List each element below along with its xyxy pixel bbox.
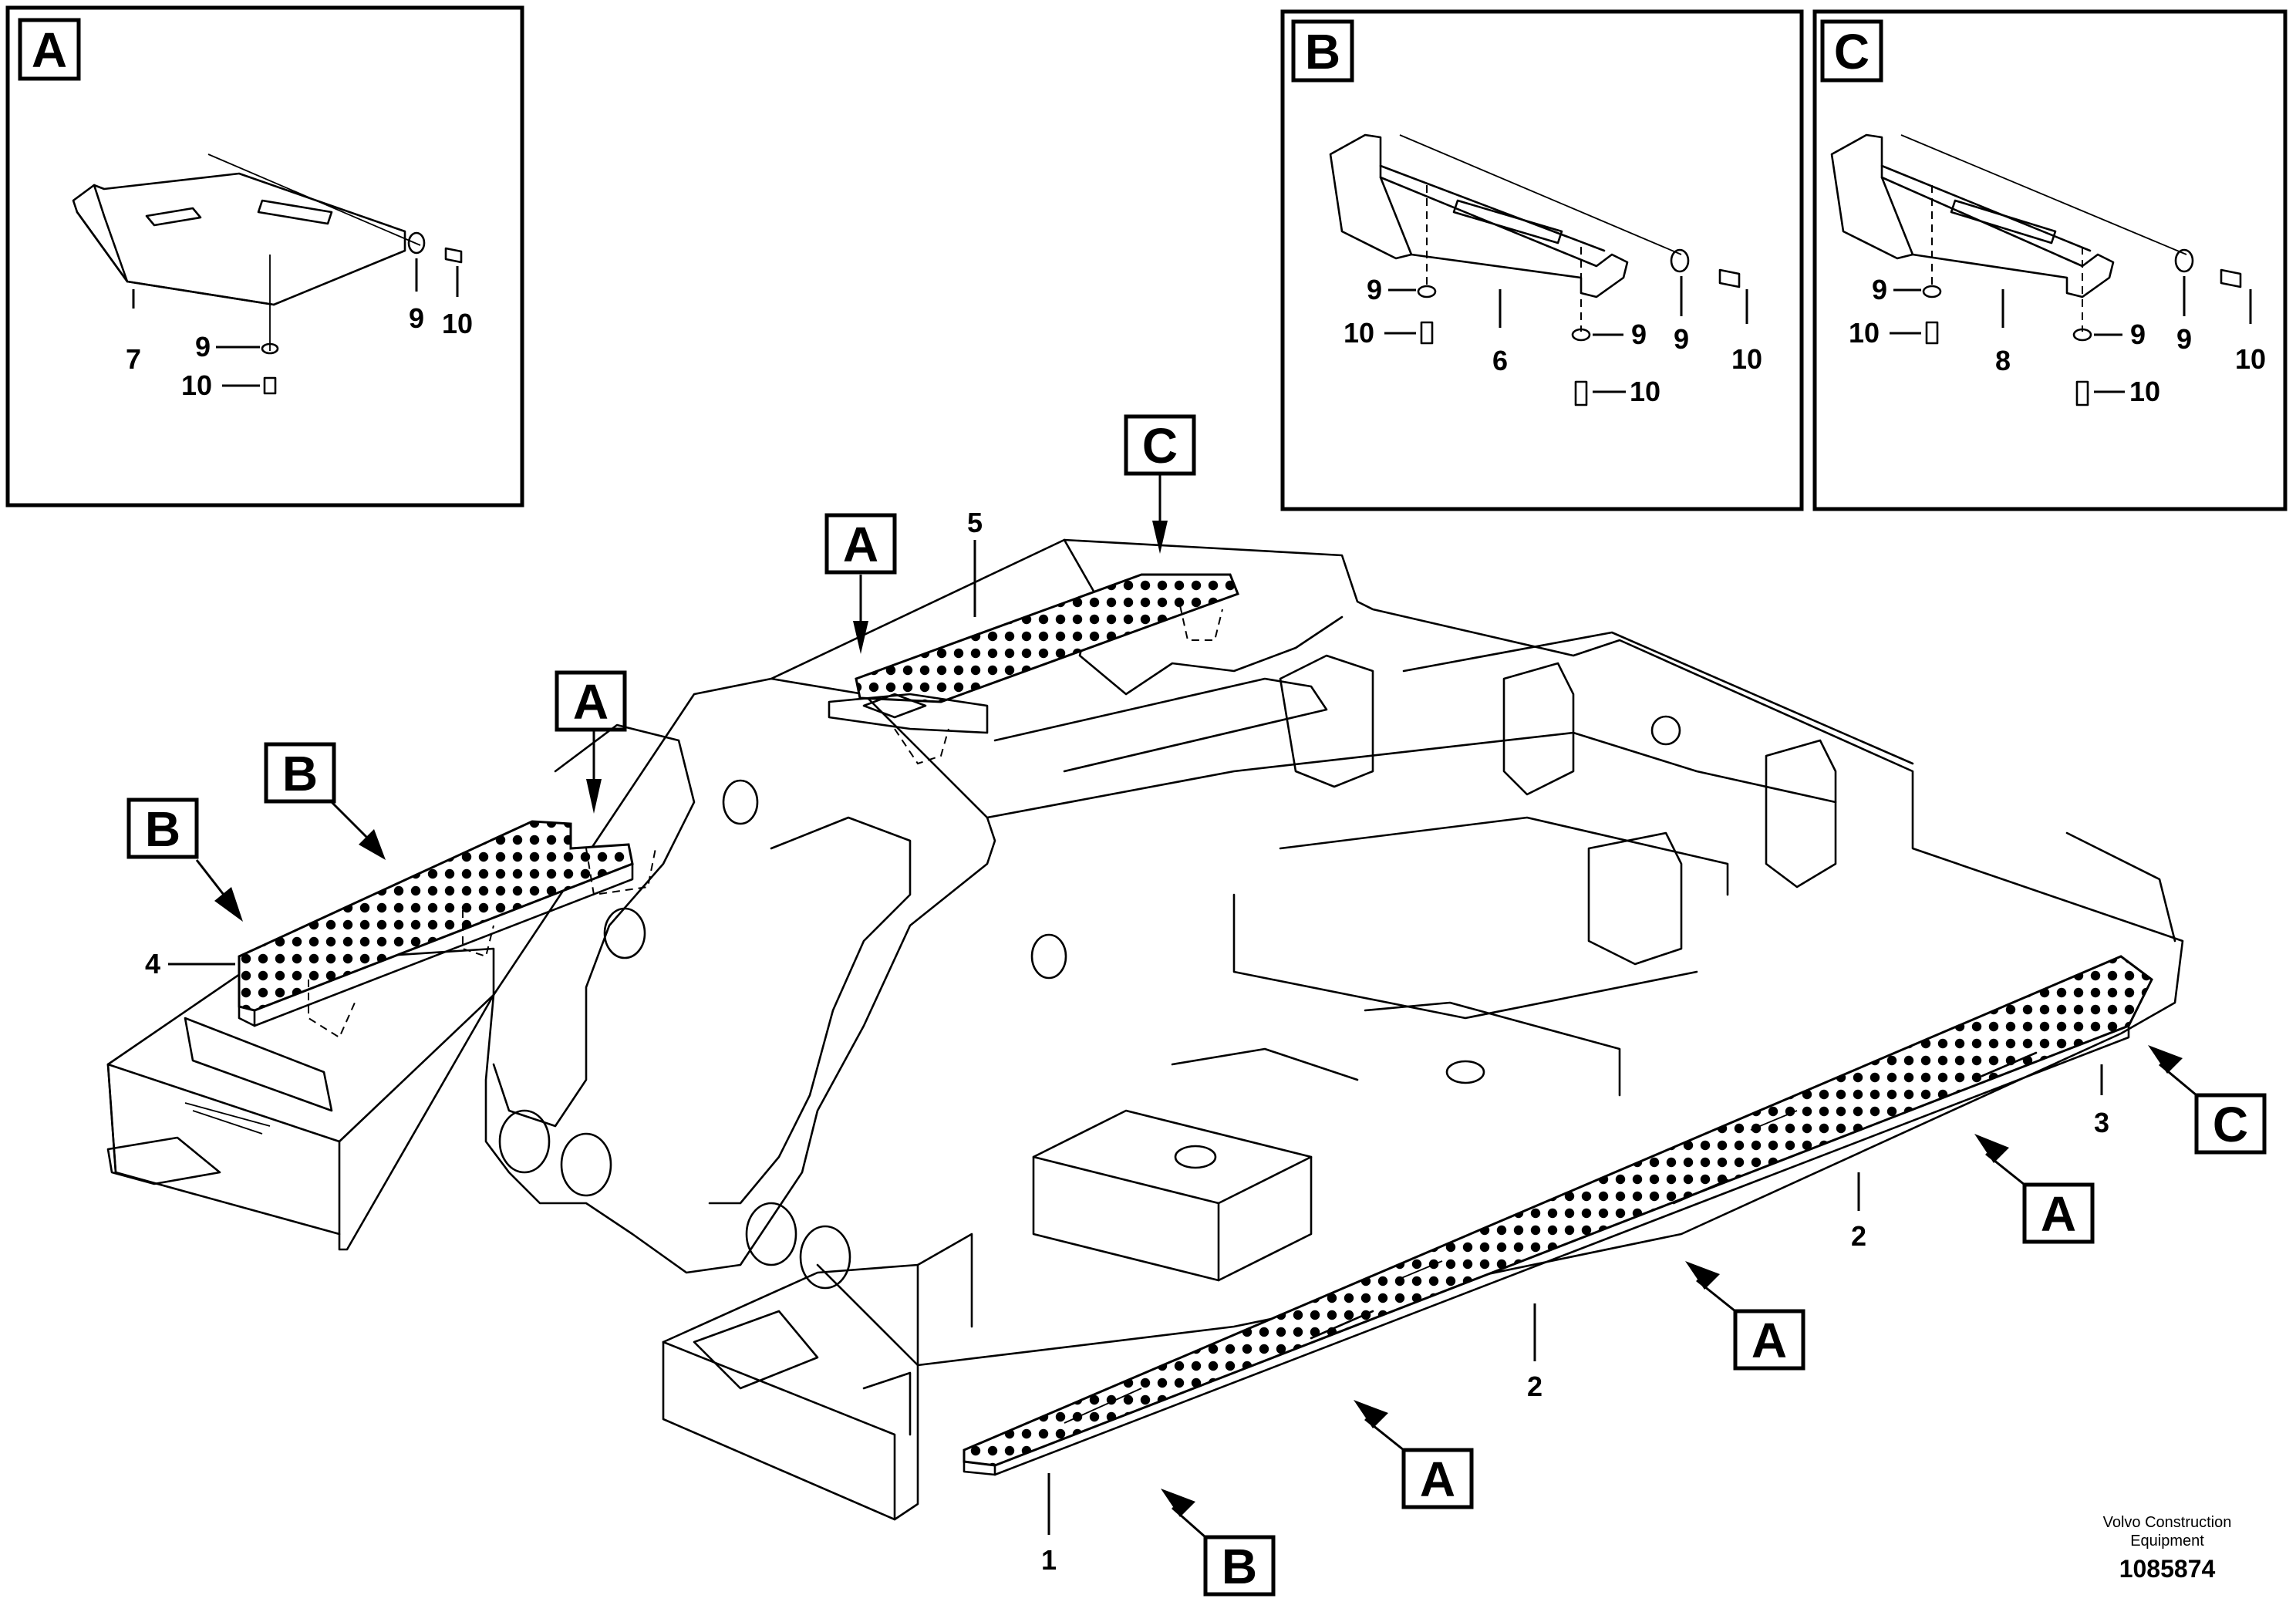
- callout-a-center: A: [824, 513, 897, 654]
- svg-text:A: A: [843, 517, 878, 572]
- inset-b-num-9b: 9: [1631, 319, 1647, 350]
- excavator-upper-frame: [106, 538, 2184, 1521]
- inset-b: B 9 10 6 9 10 9 10: [1280, 9, 1804, 511]
- inset-b-num-10b: 10: [1630, 376, 1660, 407]
- inset-c-num-8: 8: [1995, 345, 2011, 376]
- inset-a-letter-box: [18, 18, 81, 81]
- callout-a-bottom-2: A: [1685, 1261, 1805, 1371]
- part-number-2-left: 2: [1527, 1303, 1542, 1402]
- inset-c-num-9a: 9: [1872, 274, 1887, 305]
- svg-text:B: B: [145, 801, 180, 857]
- inset-b-letter: B: [1305, 24, 1340, 79]
- svg-text:4: 4: [145, 948, 160, 980]
- svg-text:3: 3: [2094, 1107, 2109, 1138]
- callout-b-upper: B: [264, 742, 386, 860]
- part-number-2-right: 2: [1851, 1172, 1866, 1252]
- inset-c-num-10c: 10: [2235, 343, 2266, 375]
- inset-b-num-6: 6: [1492, 345, 1508, 376]
- svg-text:B: B: [1222, 1539, 1257, 1594]
- svg-text:C: C: [1142, 418, 1178, 474]
- inset-b-num-9c: 9: [1674, 323, 1689, 355]
- callout-c-right: C: [2148, 1045, 2267, 1155]
- part-number-4: 4: [145, 948, 235, 980]
- inset-c-num-9c: 9: [2176, 323, 2192, 355]
- callout-b-bottom: B: [1161, 1489, 1276, 1597]
- inset-a-num-10a: 10: [181, 369, 212, 401]
- inset-a-num-9a: 9: [195, 331, 211, 363]
- inset-c-num-9b: 9: [2130, 319, 2146, 350]
- bracket-6-drawing: [1329, 133, 1741, 406]
- inset-b-num-10a: 10: [1344, 317, 1374, 349]
- callout-a-bottom-3: A: [1974, 1134, 2095, 1244]
- svg-text:2: 2: [1851, 1220, 1866, 1252]
- credit-line-2: Equipment: [2130, 1533, 2204, 1549]
- step-plate-5: [828, 573, 1239, 765]
- svg-text:C: C: [2213, 1097, 2248, 1152]
- inset-c-letter-box: [1820, 19, 1883, 83]
- inset-c: C 9 10 8 9 10 9 10: [1812, 9, 2288, 511]
- svg-text:A: A: [2041, 1186, 2076, 1242]
- callout-c-upper: C: [1124, 414, 1196, 554]
- part-number-5: 5: [967, 507, 983, 617]
- svg-text:A: A: [573, 674, 609, 730]
- inset-a: A 7 9 10 9 10: [5, 5, 524, 508]
- inset-a-letter: A: [32, 22, 67, 78]
- bracket-8-drawing: [1830, 133, 2242, 406]
- part-number-1: 1: [1041, 1473, 1057, 1576]
- inset-a-num-10b: 10: [442, 308, 473, 339]
- inset-c-letter: C: [1834, 24, 1870, 79]
- step-plate-4: [238, 820, 656, 1039]
- inset-c-num-10b: 10: [2129, 376, 2160, 407]
- part-number-3: 3: [2094, 1064, 2109, 1138]
- svg-text:B: B: [282, 746, 318, 801]
- drawing-number: 1085874: [2119, 1555, 2216, 1583]
- svg-text:5: 5: [967, 507, 983, 538]
- svg-text:A: A: [1420, 1452, 1455, 1507]
- inset-b-num-10c: 10: [1731, 343, 1762, 375]
- inset-c-num-10a: 10: [1849, 317, 1880, 349]
- bracket-7-drawing: [72, 153, 463, 395]
- callout-b-lower: B: [126, 798, 243, 922]
- callout-a-bottom-1: A: [1354, 1400, 1474, 1509]
- svg-text:A: A: [1752, 1313, 1787, 1368]
- credit-line-1: Volvo Construction: [2103, 1514, 2232, 1531]
- callout-a-left: A: [555, 670, 627, 814]
- inset-a-num-7: 7: [126, 343, 141, 375]
- step-plate-row-1-2-2-3: [963, 955, 2153, 1476]
- inset-b-letter-box: [1291, 19, 1354, 83]
- inset-b-num-9a: 9: [1367, 274, 1382, 305]
- inset-a-num-9b: 9: [409, 302, 424, 334]
- svg-text:1: 1: [1041, 1544, 1057, 1576]
- svg-text:2: 2: [1527, 1371, 1542, 1402]
